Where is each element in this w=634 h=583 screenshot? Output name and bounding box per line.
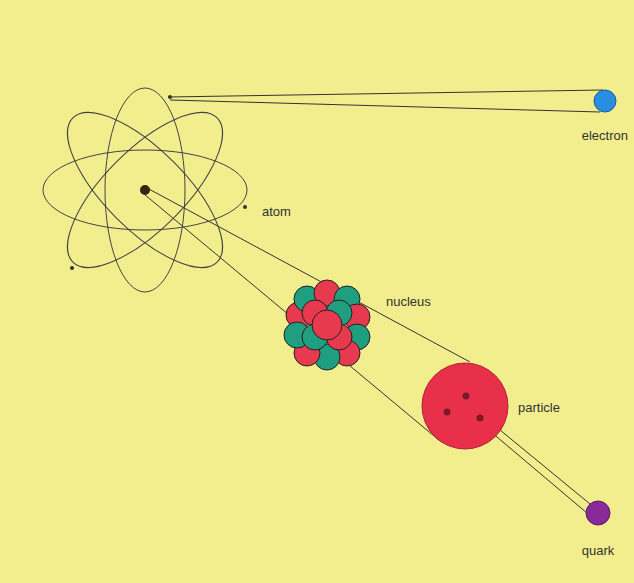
part-label: electron [580,128,630,143]
part-label: particle [516,400,562,415]
particle-dots [444,393,484,422]
nucleus-cluster [284,280,370,370]
part-label: nucleus [384,294,433,309]
particle-ball [422,363,508,449]
electron-ball [594,90,616,112]
part-label: quark [580,543,617,558]
electron-orbits [43,88,247,292]
part-label: atom [260,204,293,219]
atom-nucleus-dot [140,185,150,195]
quark-ball [586,501,610,525]
zoom-lines [144,90,603,524]
orbit-electrons [70,95,247,270]
